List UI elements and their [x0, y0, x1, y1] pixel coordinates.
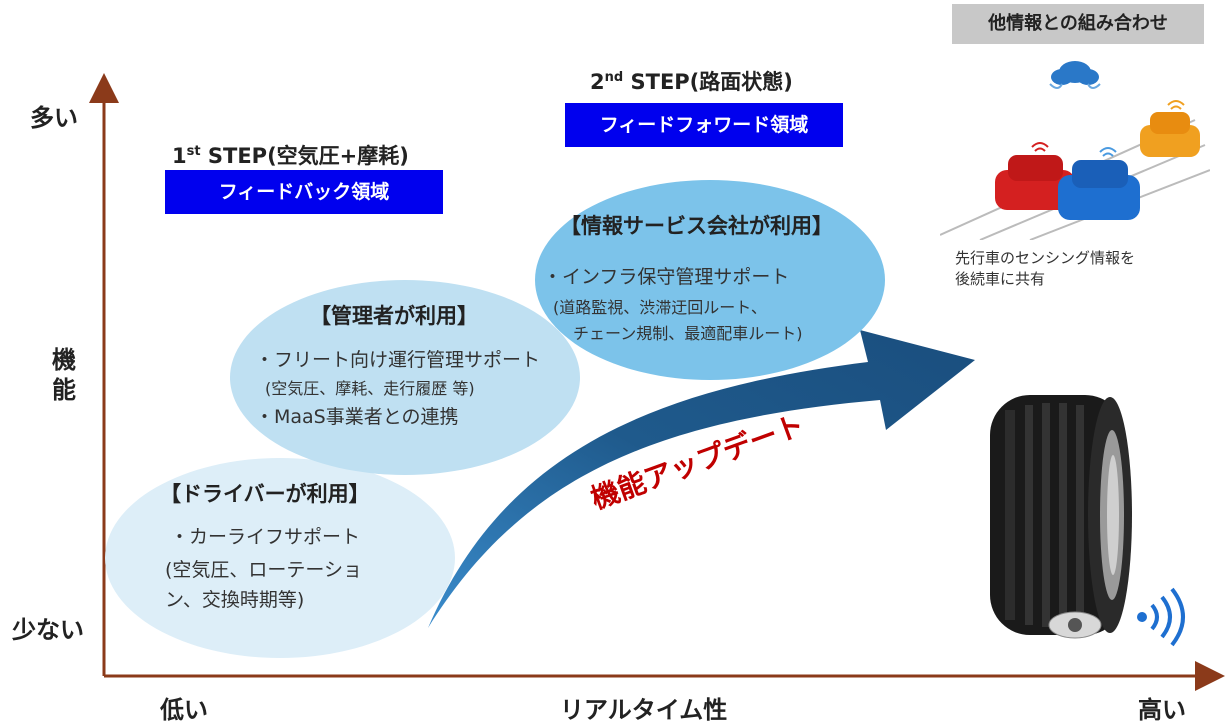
manager-ellipse: [230, 280, 580, 475]
info-line1: ・インフラ保守管理サポート: [543, 266, 790, 288]
manager-title: 【管理者が利用】: [310, 304, 478, 328]
cars-illustration: [940, 61, 1210, 240]
info-line2: (道路監視、渋滞迂回ルート、: [553, 298, 767, 317]
manager-line3: ・MaaS事業者との連携: [255, 406, 459, 428]
manager-line1: ・フリート向け運行管理サポート: [255, 349, 541, 371]
driver-line3: ン、交換時期等): [165, 589, 305, 611]
combo-info-box: 他情報との組み合わせ: [952, 4, 1204, 44]
feedforward-area-box: フィードフォワード領域: [565, 103, 843, 147]
step2-heading: 2nd STEP(路面状態): [590, 70, 793, 94]
cloud-icon: [1049, 61, 1101, 89]
tire-illustration: [990, 395, 1185, 647]
orange-car: [1140, 100, 1200, 157]
x-axis-mid-label: リアルタイム性: [560, 696, 728, 724]
driver-title: 【ドライバーが利用】: [160, 482, 370, 506]
driver-ellipse: [105, 458, 455, 658]
x-axis-right-label: 高い: [1138, 696, 1186, 724]
combo-caption-line1: 先行車のセンシング情報を: [955, 249, 1136, 267]
wireless-signal-icon: [1137, 587, 1185, 647]
x-axis-left-label: 低い: [160, 696, 208, 724]
step1-heading: 1st STEP(空気圧+摩耗): [172, 144, 409, 168]
combo-caption-line2: 後続車に共有: [955, 270, 1046, 288]
sensor-icon: [1048, 611, 1102, 639]
y-axis-mid-label: 機能: [52, 346, 76, 404]
y-axis-top-label: 多い: [30, 104, 78, 132]
manager-line2: (空気圧、摩耗、走行履歴 等): [265, 379, 475, 398]
driver-line1: ・カーライフサポート: [170, 526, 361, 548]
info-service-ellipse: [535, 180, 885, 380]
info-title: 【情報サービス会社が利用】: [560, 214, 833, 238]
info-line3: チェーン規制、最適配車ルート): [573, 324, 803, 343]
tire-icon: [990, 395, 1132, 635]
driver-line2: (空気圧、ローテーショ: [165, 559, 363, 581]
blue-car: [1058, 147, 1140, 220]
feedback-area-box: フィードバック領域: [165, 170, 443, 214]
red-car: [995, 142, 1075, 210]
y-axis-bottom-label: 少ない: [12, 616, 84, 644]
